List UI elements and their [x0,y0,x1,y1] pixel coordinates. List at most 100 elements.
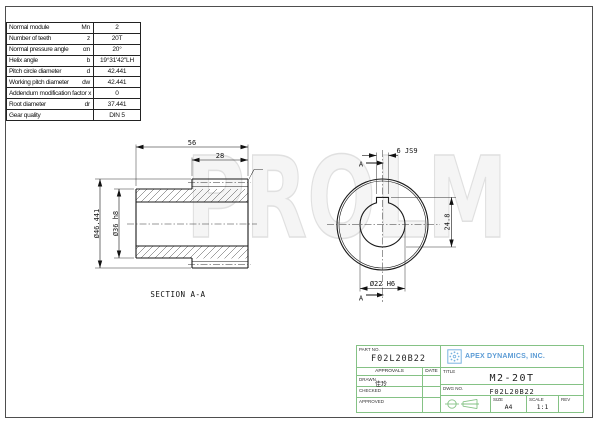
approvals-label: APPROVALS [375,369,404,374]
spec-symbol: dw [82,78,90,86]
section-mark-bottom: A [359,292,384,303]
approved-cell: APPROVED [357,398,423,412]
spec-name: Pitch circle diameter [9,68,62,75]
spec-value: 20T [111,35,123,43]
title-value: M2-20T [489,372,535,384]
approvals-header-cell: APPROVALS [357,368,423,376]
end-view-centerlines [327,150,440,302]
svg-text:A: A [359,295,364,303]
spec-value: 42.441 [107,68,127,75]
sheet-border [5,6,593,418]
drawn-cell: DRAWN 佳玲 [357,376,423,388]
date-header-cell: DATE [423,368,441,376]
rev-label: REV [561,397,571,402]
spec-row: Number of teeth z 20T [7,32,140,44]
section-hatch [136,189,248,259]
dwg-no-value: F02L20B22 [489,388,535,396]
spec-name: Normal module [9,24,50,32]
spec-row: Normal module Mn 2 [7,23,140,33]
spec-name: Addendum modification factor x [9,89,92,97]
spec-name: Normal pressure angle [9,46,69,54]
drawn-label: DRAWN [359,377,376,382]
spec-symbol: dr [84,100,91,108]
dim-bore-diameter: Ø22 H6 [359,228,406,292]
projection-cell [441,396,491,412]
spec-row: Root diameter dr 37.441 [7,98,140,110]
dim-tip-diameter-text: Ø46.441 [93,209,101,239]
dim-overall-length-text: 56 [188,139,196,147]
spec-value: 37.441 [107,100,127,108]
dwg-no-label: DWG NO. [443,386,464,391]
size-cell: SIZE A4 [491,396,527,412]
approved-label: APPROVED [359,399,385,404]
approved-date-cell [423,398,441,412]
dim-gear-length: 28 [191,152,248,176]
spec-symbol: αn [83,46,90,54]
drawn-by: 佳玲 [375,382,388,388]
dim-tip-diameter: Ø46.441 [93,178,191,269]
dim-gear-length-text: 28 [216,152,224,160]
size-label: SIZE [493,397,504,402]
section-centerlines [127,182,257,265]
scale-label: SCALE [529,397,544,402]
part-no-value: F02L20B22 [370,354,427,364]
spec-row: Working pitch diameter dw 42.441 [7,76,140,88]
section-outline [135,178,249,269]
spec-value: 42.441 [107,78,127,86]
spec-name: Root diameter [9,100,46,108]
dim-hub-diameter-text: Ø36 h8 [112,211,120,236]
company-cell: APEX DYNAMICS, INC. [441,346,583,368]
svg-text:A: A [359,161,364,169]
spec-symbol: z [86,35,90,43]
gear-spec-table: Normal module Mn 2 Number of teeth z 20T N… [6,22,141,121]
spec-name: Gear quality [9,111,41,119]
checked-label: CHECKED [359,388,382,393]
dim-keyway-width: 6 JS9 [362,147,418,194]
dim-keyway-depth: 24.8 [391,197,456,248]
surface-finish-icon [248,169,263,180]
dwg-no-cell: DWG NO. F02L20B22 [441,385,583,396]
dim-keyway-width-text: 6 JS9 [397,147,418,155]
rev-cell: REV [559,396,583,412]
company-logo-icon [447,349,462,364]
spec-row: Normal pressure angle αn 20° [7,43,140,55]
dim-hub-diameter: Ø36 h8 [112,188,134,259]
checked-date-cell [423,387,441,398]
spec-value: 0 [115,89,119,97]
spec-row: Gear quality DIN 5 [7,109,140,121]
size-value: A4 [504,402,513,411]
scale-cell: SCALE 1:1 [527,396,559,412]
title-label: TITLE [443,369,456,374]
spec-name: Number of teeth [9,35,52,43]
section-mark-top: A [359,161,384,169]
title-cell: TITLE M2-20T [441,368,583,385]
projection-symbol-icon [445,398,479,410]
gear-root-lines [192,186,248,262]
date-label: DATE [425,369,438,374]
checked-cell: CHECKED [357,387,423,398]
spec-value: 2 [115,24,119,32]
dim-keyway-depth-text: 24.8 [444,214,452,231]
dim-bore-diameter-text: Ø22 H6 [370,280,395,288]
spec-row: Addendum modification factor x 0 [7,87,140,99]
spec-value: 20° [112,46,122,54]
end-view: 6 JS9 A A 24.8 Ø22 H6 [327,147,456,303]
company-name: APEX DYNAMICS, INC. [465,353,546,360]
spec-name: Helix angle [9,57,38,65]
spec-name: Working pitch diameter [9,78,69,86]
part-no-cell: PART NO. F02L20B22 [357,346,441,368]
drawn-date-cell [423,376,441,387]
section-view: 56 28 Ø46.441 Ø36 h8 SECTION A-A [93,139,263,299]
spec-row: Pitch circle diameter d 42.441 [7,65,140,77]
title-block: PART NO. F02L20B22 APPROVALS DATE DRAWN … [356,345,584,413]
part-no-label: PART NO. [359,347,380,352]
spec-symbol: b [86,57,91,65]
spec-value: DIN 5 [109,111,125,119]
scale-value: 1:1 [536,402,549,411]
spec-symbol: Mn [81,24,90,32]
section-label: SECTION A-A [150,290,205,299]
spec-symbol: d [86,68,91,75]
